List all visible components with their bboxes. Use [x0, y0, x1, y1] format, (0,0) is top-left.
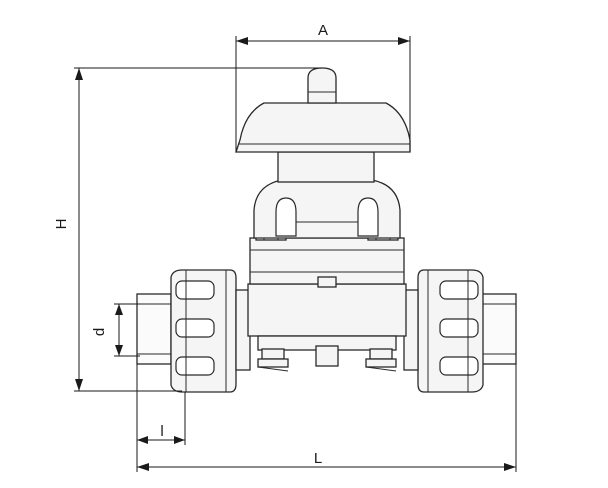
dimension-L: L	[137, 364, 517, 472]
handwheel	[235, 102, 411, 153]
dimension-label-A: A	[318, 22, 328, 39]
union-nut-right	[417, 269, 484, 393]
dimension-label-d: d	[91, 328, 108, 336]
mounting-bolt-right	[365, 348, 397, 372]
valve-lower-body	[247, 283, 407, 367]
dimension-l: l	[136, 364, 186, 472]
pipe-stub-right	[481, 293, 517, 365]
pipe-stub-left	[136, 293, 172, 365]
position-indicator	[307, 67, 337, 104]
dimension-label-H: H	[53, 219, 70, 230]
dimension-H: H	[53, 67, 322, 392]
dimension-label-l: l	[160, 423, 163, 440]
dimension-d: d	[91, 303, 140, 357]
body-flange	[249, 237, 405, 288]
union-nut-left	[170, 269, 237, 393]
dimension-label-L: L	[314, 450, 322, 467]
valve-assembly	[136, 67, 517, 393]
mounting-bolt-left	[257, 348, 289, 372]
valve-bonnet	[253, 179, 401, 239]
dimension-A: A	[235, 22, 411, 152]
handwheel-neck	[277, 151, 375, 183]
